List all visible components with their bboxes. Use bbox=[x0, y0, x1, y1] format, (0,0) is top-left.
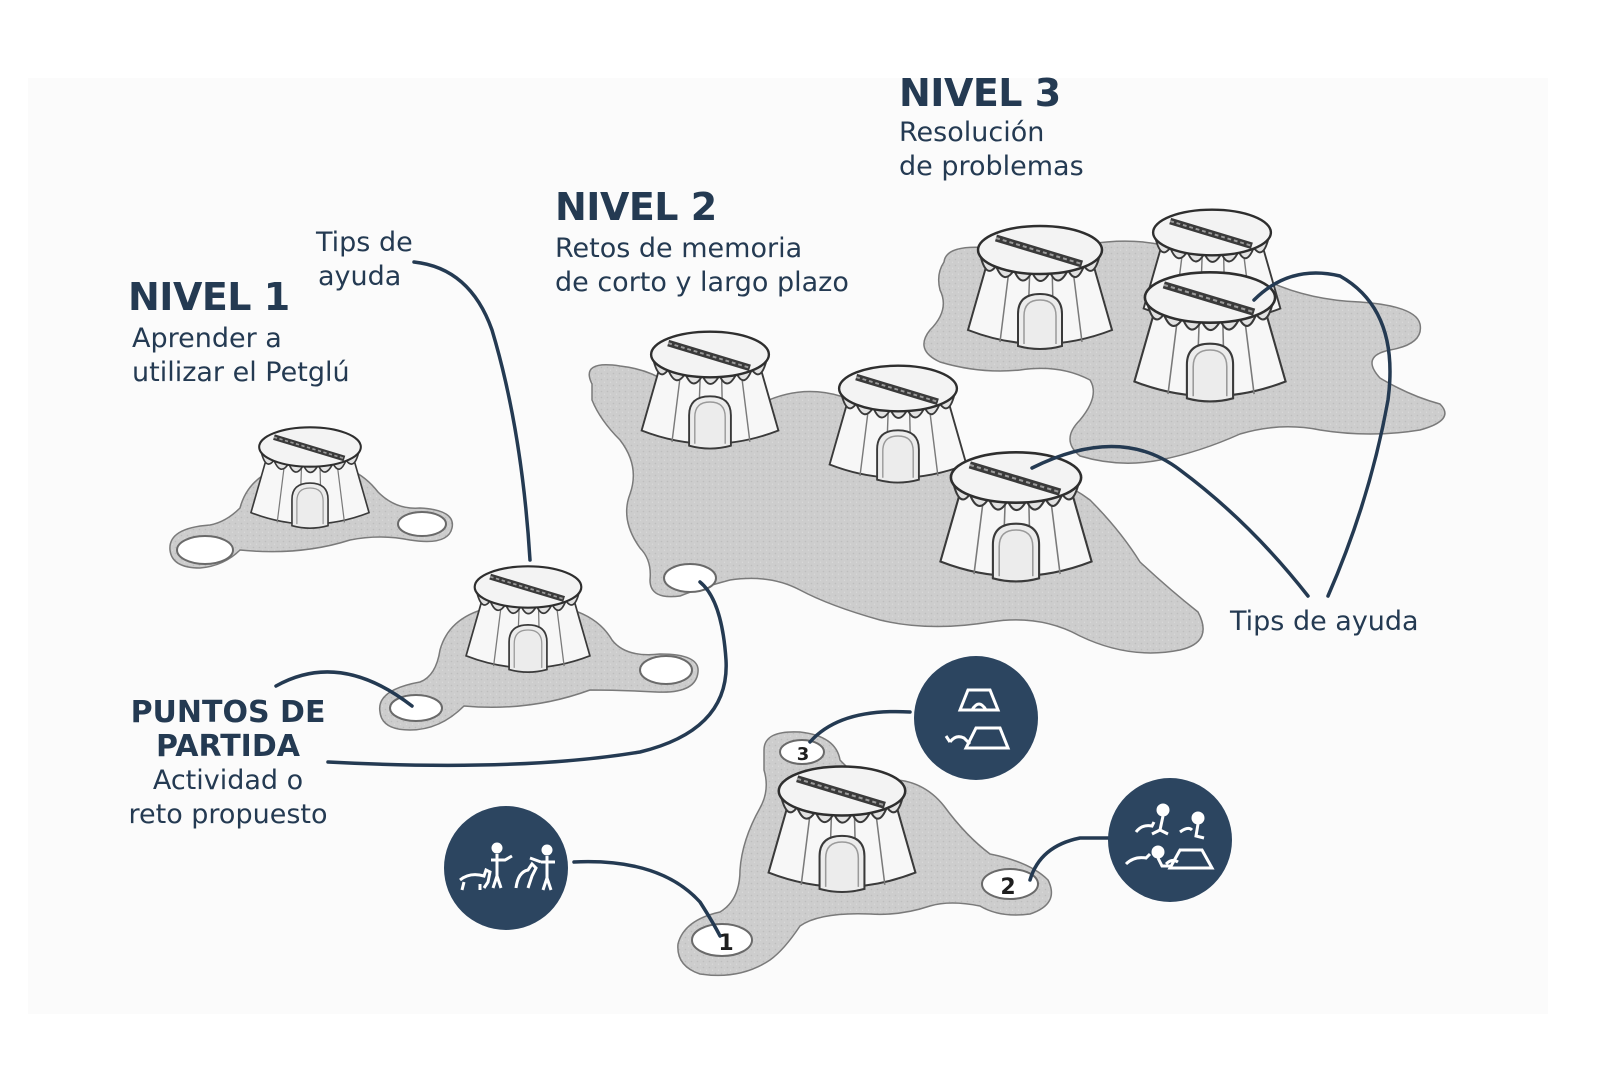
level2-desc-line: de corto y largo plazo bbox=[555, 267, 849, 298]
step-number-3: 3 bbox=[797, 744, 810, 765]
start-hole bbox=[389, 694, 443, 722]
starting-points-desc: reto propuesto bbox=[128, 799, 328, 830]
step1-circle bbox=[444, 806, 568, 930]
tips-help-right-label: Tips de ayuda bbox=[1230, 606, 1419, 637]
start-hole bbox=[639, 655, 693, 685]
level3-title: NIVEL 3 bbox=[899, 71, 1061, 115]
leader-lines bbox=[274, 260, 1392, 938]
leader-tips-right-1 bbox=[1030, 444, 1310, 598]
start-hole bbox=[397, 511, 447, 537]
step2-circle bbox=[1108, 778, 1232, 902]
step-number-1: 1 bbox=[718, 931, 733, 956]
petglu-dome bbox=[769, 767, 916, 892]
petglu-dome bbox=[968, 226, 1112, 349]
tips-line: ayuda bbox=[318, 261, 402, 292]
person-training-dog-icon bbox=[459, 842, 555, 891]
level3-desc-line: de problemas bbox=[899, 151, 1084, 182]
level1-description: Aprender a utilizar el Petglú bbox=[132, 322, 350, 390]
level2-description: Retos de memoria de corto y largo plazo bbox=[555, 232, 849, 300]
leader-tips-top bbox=[412, 260, 532, 562]
level1-desc-line: utilizar el Petglú bbox=[132, 357, 350, 388]
tips-help-top-label: Tips de ayuda bbox=[316, 226, 413, 294]
level3-description: Resolución de problemas bbox=[899, 116, 1084, 184]
dog-entering-feeder-icon bbox=[944, 688, 1011, 750]
starting-points-desc: Actividad o bbox=[152, 765, 304, 796]
petglu-dome bbox=[830, 366, 967, 483]
start-hole bbox=[176, 535, 234, 565]
leader-tips-right-2 bbox=[1252, 271, 1392, 598]
starting-points-label: PUNTOS DE PARTIDA Actividad o reto propu… bbox=[128, 696, 328, 832]
starting-points-title: PARTIDA bbox=[156, 729, 300, 764]
petglu-dome bbox=[642, 332, 779, 449]
person-and-dog-at-feeder-icon bbox=[1124, 803, 1215, 870]
level2-title: NIVEL 2 bbox=[555, 185, 717, 229]
start-hole bbox=[663, 563, 717, 593]
leader-start-2 bbox=[326, 580, 728, 768]
petglu-dome bbox=[251, 427, 369, 528]
tips-line: Tips de bbox=[316, 227, 413, 258]
level3-desc-line: Resolución bbox=[899, 117, 1045, 148]
leader-start-1 bbox=[274, 670, 414, 708]
leader-step-3 bbox=[808, 709, 912, 744]
level2-desc-line: Retos de memoria bbox=[555, 233, 803, 264]
petglu-dome bbox=[466, 566, 590, 672]
leader-step-1 bbox=[572, 859, 722, 938]
leader-step-2 bbox=[1028, 836, 1114, 882]
starting-points-title: PUNTOS DE bbox=[130, 695, 326, 730]
petglu-dome bbox=[940, 452, 1091, 581]
level1-title: NIVEL 1 bbox=[128, 275, 290, 319]
step-number-2: 2 bbox=[1000, 875, 1015, 900]
level1-desc-line: Aprender a bbox=[132, 323, 282, 354]
step3-circle bbox=[914, 656, 1038, 780]
